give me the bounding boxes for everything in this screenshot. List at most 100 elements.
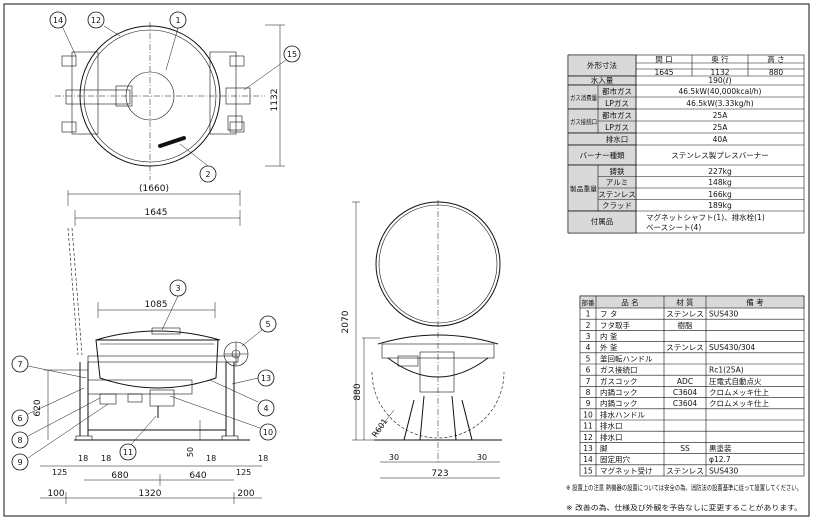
spec-w-alu: アルミ — [606, 178, 628, 187]
spec-town-cons: 46.5kW(40,000kcal/h) — [679, 87, 762, 96]
lid-center-circle — [125, 71, 175, 121]
spec-v-cast: 227kg — [708, 167, 732, 176]
parts-cell-no: 13 — [583, 444, 593, 453]
parts-header-notes: 備 考 — [746, 297, 764, 307]
dim-overall-paren: (1660) — [139, 184, 169, 194]
parts-header-material: 材 質 — [676, 297, 694, 307]
parts-cell-no: 3 — [586, 332, 591, 341]
parts-cell-no: 7 — [586, 377, 591, 386]
dim-18d: 18 — [258, 454, 268, 463]
parts-cell-name: 内 釜 — [600, 331, 618, 341]
dim-18c: 18 — [78, 454, 88, 463]
parts-cell-name: 外 釜 — [600, 342, 618, 352]
spec-val-h: 880 — [769, 68, 784, 77]
spec-col-h: 高 さ — [767, 54, 784, 64]
parts-cell-no: 6 — [586, 366, 591, 375]
spec-v-alu: 148kg — [708, 178, 732, 187]
callout-13: 13 — [261, 374, 271, 383]
parts-cell-notes: 圧電式自動点火 — [709, 376, 762, 386]
dim-125b: 125 — [236, 468, 251, 477]
side-pan — [387, 357, 489, 378]
callout-bubbles: 1 2 3 4 5 6 7 8 9 10 11 12 13 — [11, 11, 301, 471]
parts-cell-material: C3604 — [673, 388, 698, 397]
spec-acc-label: 付属品 — [591, 216, 614, 226]
parts-cell-no: 9 — [586, 399, 591, 408]
parts-cell-material: ステンレス — [666, 466, 704, 475]
callout-11: 11 — [123, 448, 133, 457]
callout-6: 6 — [17, 414, 22, 423]
spec-town-gas: 都市ガス — [602, 86, 632, 96]
dim-side-880: 880 — [353, 383, 363, 400]
parts-cell-name: マグネット受け — [600, 465, 653, 475]
spec-gas-conn-label: ガス接続口 — [570, 117, 597, 126]
dim-18b: 18 — [206, 454, 216, 463]
callout-7: 7 — [17, 360, 22, 369]
parts-cell-name: 固定用穴 — [600, 454, 630, 464]
dim-side-723: 723 — [431, 469, 448, 479]
dim-height-50: 50 — [186, 447, 195, 457]
parts-cell-name: 釜回転ハンドル — [600, 353, 653, 363]
note-1: ※ 設置上の注意 熱機器の設置については安全の為、消防法の設置基準に従って設置し… — [566, 483, 802, 492]
side-rotation-arc — [371, 371, 505, 439]
dim-overall-width: 1645 — [145, 208, 168, 218]
spec-weight-label: 製品重量 — [570, 184, 598, 193]
parts-cell-no: 12 — [583, 433, 593, 442]
parts-cell-no: 4 — [586, 343, 591, 352]
callout-2: 2 — [205, 170, 210, 179]
parts-cell-name: 排水口 — [600, 432, 623, 442]
callout-15: 15 — [287, 50, 297, 59]
parts-cell-no: 2 — [586, 321, 591, 330]
dim-top-height: 1132 — [270, 89, 280, 112]
callout-8: 8 — [17, 436, 22, 445]
parts-cell-name: ガスコック — [600, 376, 638, 386]
parts-cell-no: 1 — [586, 310, 591, 319]
parts-cell-no: 14 — [583, 455, 593, 464]
parts-cell-no: 5 — [586, 354, 591, 363]
dim-side-radius: R601 — [370, 417, 389, 439]
parts-cell-name: 内鍋コック — [600, 387, 638, 397]
spec-size-label: 外形寸法 — [587, 60, 617, 70]
parts-cell-material: ADC — [677, 377, 693, 386]
parts-cell-material: C3604 — [673, 399, 698, 408]
spec-gas-cons-label: ガス消費量 — [570, 93, 597, 102]
callout-14: 14 — [53, 16, 63, 25]
dim-100: 100 — [47, 489, 64, 499]
parts-cell-notes: Rc1(25A) — [709, 366, 744, 375]
spec-lp-cons: 46.5kW(3.33kg/h) — [686, 99, 753, 108]
lid-handle — [158, 136, 186, 148]
callout-12: 12 — [91, 16, 101, 25]
spec-lp-conn: 25A — [713, 123, 729, 132]
dim-height-620: 620 — [33, 399, 43, 416]
callout-10: 10 — [263, 428, 273, 437]
parts-header-name: 品 名 — [621, 297, 638, 307]
dim-200: 200 — [237, 489, 254, 499]
dim-pan-width: 1085 — [145, 300, 168, 310]
parts-cell-no: 8 — [586, 388, 591, 397]
front-lid — [95, 330, 221, 341]
spec-drain-val: 40A — [713, 135, 729, 144]
notes: ※ 設置上の注意 熱機器の設置については安全の為、消防法の設置基準に従って設置し… — [566, 483, 802, 512]
spec-val-d: 1132 — [710, 68, 729, 77]
spec-water-val: 190(ℓ) — [708, 76, 731, 85]
side-leg-right — [461, 399, 473, 441]
parts-cell-notes: クロムメッキ仕上 — [709, 398, 769, 408]
parts-cell-material: SS — [680, 444, 690, 453]
parts-cell-material: 樹脂 — [678, 320, 693, 330]
top-right-bracket — [209, 51, 237, 135]
spec-v-ss: 166kg — [708, 190, 732, 199]
spec-val-w: 1645 — [654, 68, 673, 77]
dim-680: 680 — [111, 471, 128, 481]
spec-w-cast: 鋳鉄 — [610, 166, 625, 176]
lid-outer-circle — [79, 25, 221, 167]
side-leg-left — [403, 399, 415, 441]
spec-burner-val: ステンレス製プレスバーナー — [671, 150, 769, 160]
spec-burner-label: バーナー種類 — [580, 150, 625, 160]
callout-5: 5 — [265, 320, 270, 329]
parts-cell-material: ステンレス — [666, 343, 704, 352]
spec-col-d: 奥 行 — [711, 54, 729, 64]
drawing-frame — [3, 3, 810, 517]
parts-cell-notes: 黒塗装 — [709, 443, 732, 453]
callout-1: 1 — [175, 16, 180, 25]
